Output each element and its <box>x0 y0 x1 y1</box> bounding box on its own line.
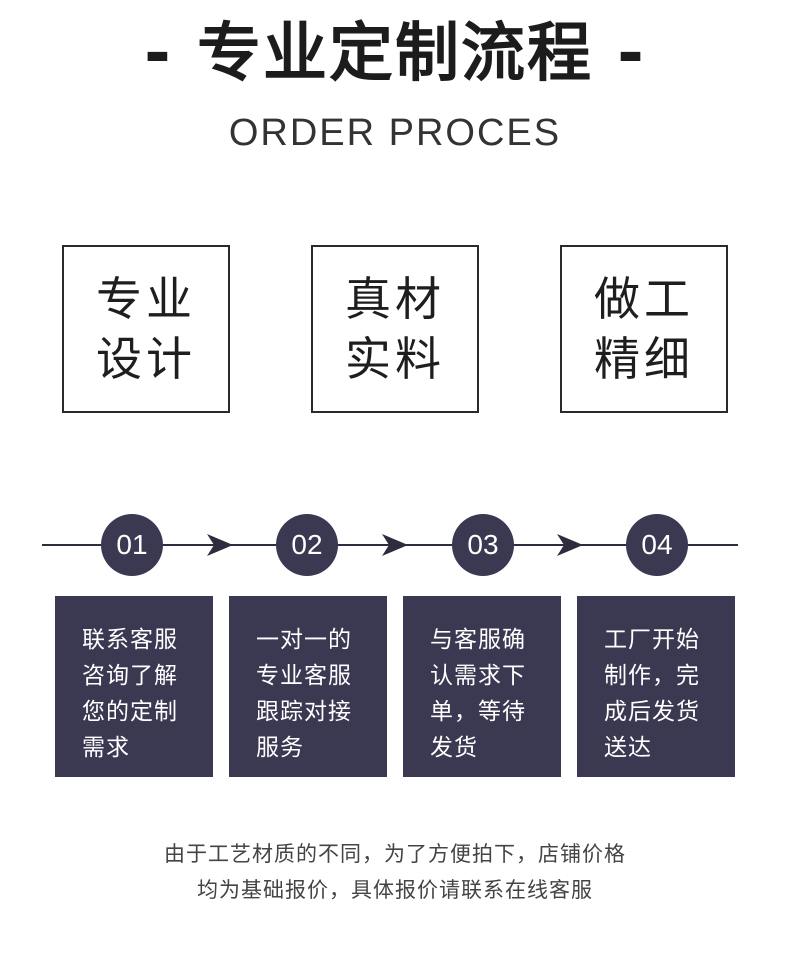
step-card-delivery: 工厂开始 制作，完 成后发货 送达 <box>577 596 735 777</box>
step-text-line: 成后发货 <box>604 699 700 725</box>
feature-label-line1: 真材 <box>345 272 445 326</box>
feature-label-line2: 实料 <box>345 332 445 386</box>
feature-label-line1: 专业 <box>96 272 196 326</box>
arrow-right-icon <box>207 534 233 556</box>
step-text-line: 您的定制 <box>82 699 178 725</box>
step-text-line: 制作，完 <box>604 663 700 689</box>
step-text-line: 送达 <box>604 735 652 761</box>
feature-box-design: 专业 设计 <box>62 245 230 413</box>
pricing-note-line2: 均为基础报价，具体报价请联系在线客服 <box>197 878 593 902</box>
page-subtitle: ORDER PROCES <box>228 112 562 154</box>
step-text-line: 一对一的 <box>256 627 352 653</box>
arrow-right-icon <box>557 534 583 556</box>
pricing-note: 由于工艺材质的不同，为了方便拍下，店铺价格 均为基础报价，具体报价请联系在线客服 <box>0 836 790 908</box>
step-number-badge: 02 <box>276 514 338 576</box>
step-number-badge: 04 <box>626 514 688 576</box>
step-card-order: 与客服确 认需求下 单，等待 发货 <box>403 596 561 777</box>
step-text-line: 联系客服 <box>82 627 178 653</box>
step-text-line: 需求 <box>82 735 130 761</box>
step-text-line: 单，等待 <box>430 699 526 725</box>
step-text-line: 发货 <box>430 735 478 761</box>
feature-box-material: 真材 实料 <box>311 245 479 413</box>
step-text-line: 咨询了解 <box>82 663 178 689</box>
step-number-badge: 01 <box>101 514 163 576</box>
step-text-line: 认需求下 <box>430 663 526 689</box>
step-text-line: 跟踪对接 <box>256 699 352 725</box>
page-title: - 专业定制流程 - <box>144 17 646 91</box>
step-card-service: 一对一的 专业客服 跟踪对接 服务 <box>229 596 387 777</box>
step-text-line: 服务 <box>256 735 304 761</box>
step-card-contact: 联系客服 咨询了解 您的定制 需求 <box>55 596 213 777</box>
process-timeline: 01 02 03 04 <box>0 510 790 580</box>
feature-label-line2: 精细 <box>594 332 694 386</box>
step-number-badge: 03 <box>452 514 514 576</box>
arrow-right-icon <box>382 534 408 556</box>
step-text-line: 与客服确 <box>430 627 526 653</box>
step-text-line: 专业客服 <box>256 663 352 689</box>
feature-label-line1: 做工 <box>594 272 694 326</box>
feature-label-line2: 设计 <box>96 332 196 386</box>
pricing-note-line1: 由于工艺材质的不同，为了方便拍下，店铺价格 <box>164 842 626 866</box>
feature-box-craft: 做工 精细 <box>560 245 728 413</box>
step-text-line: 工厂开始 <box>604 627 700 653</box>
